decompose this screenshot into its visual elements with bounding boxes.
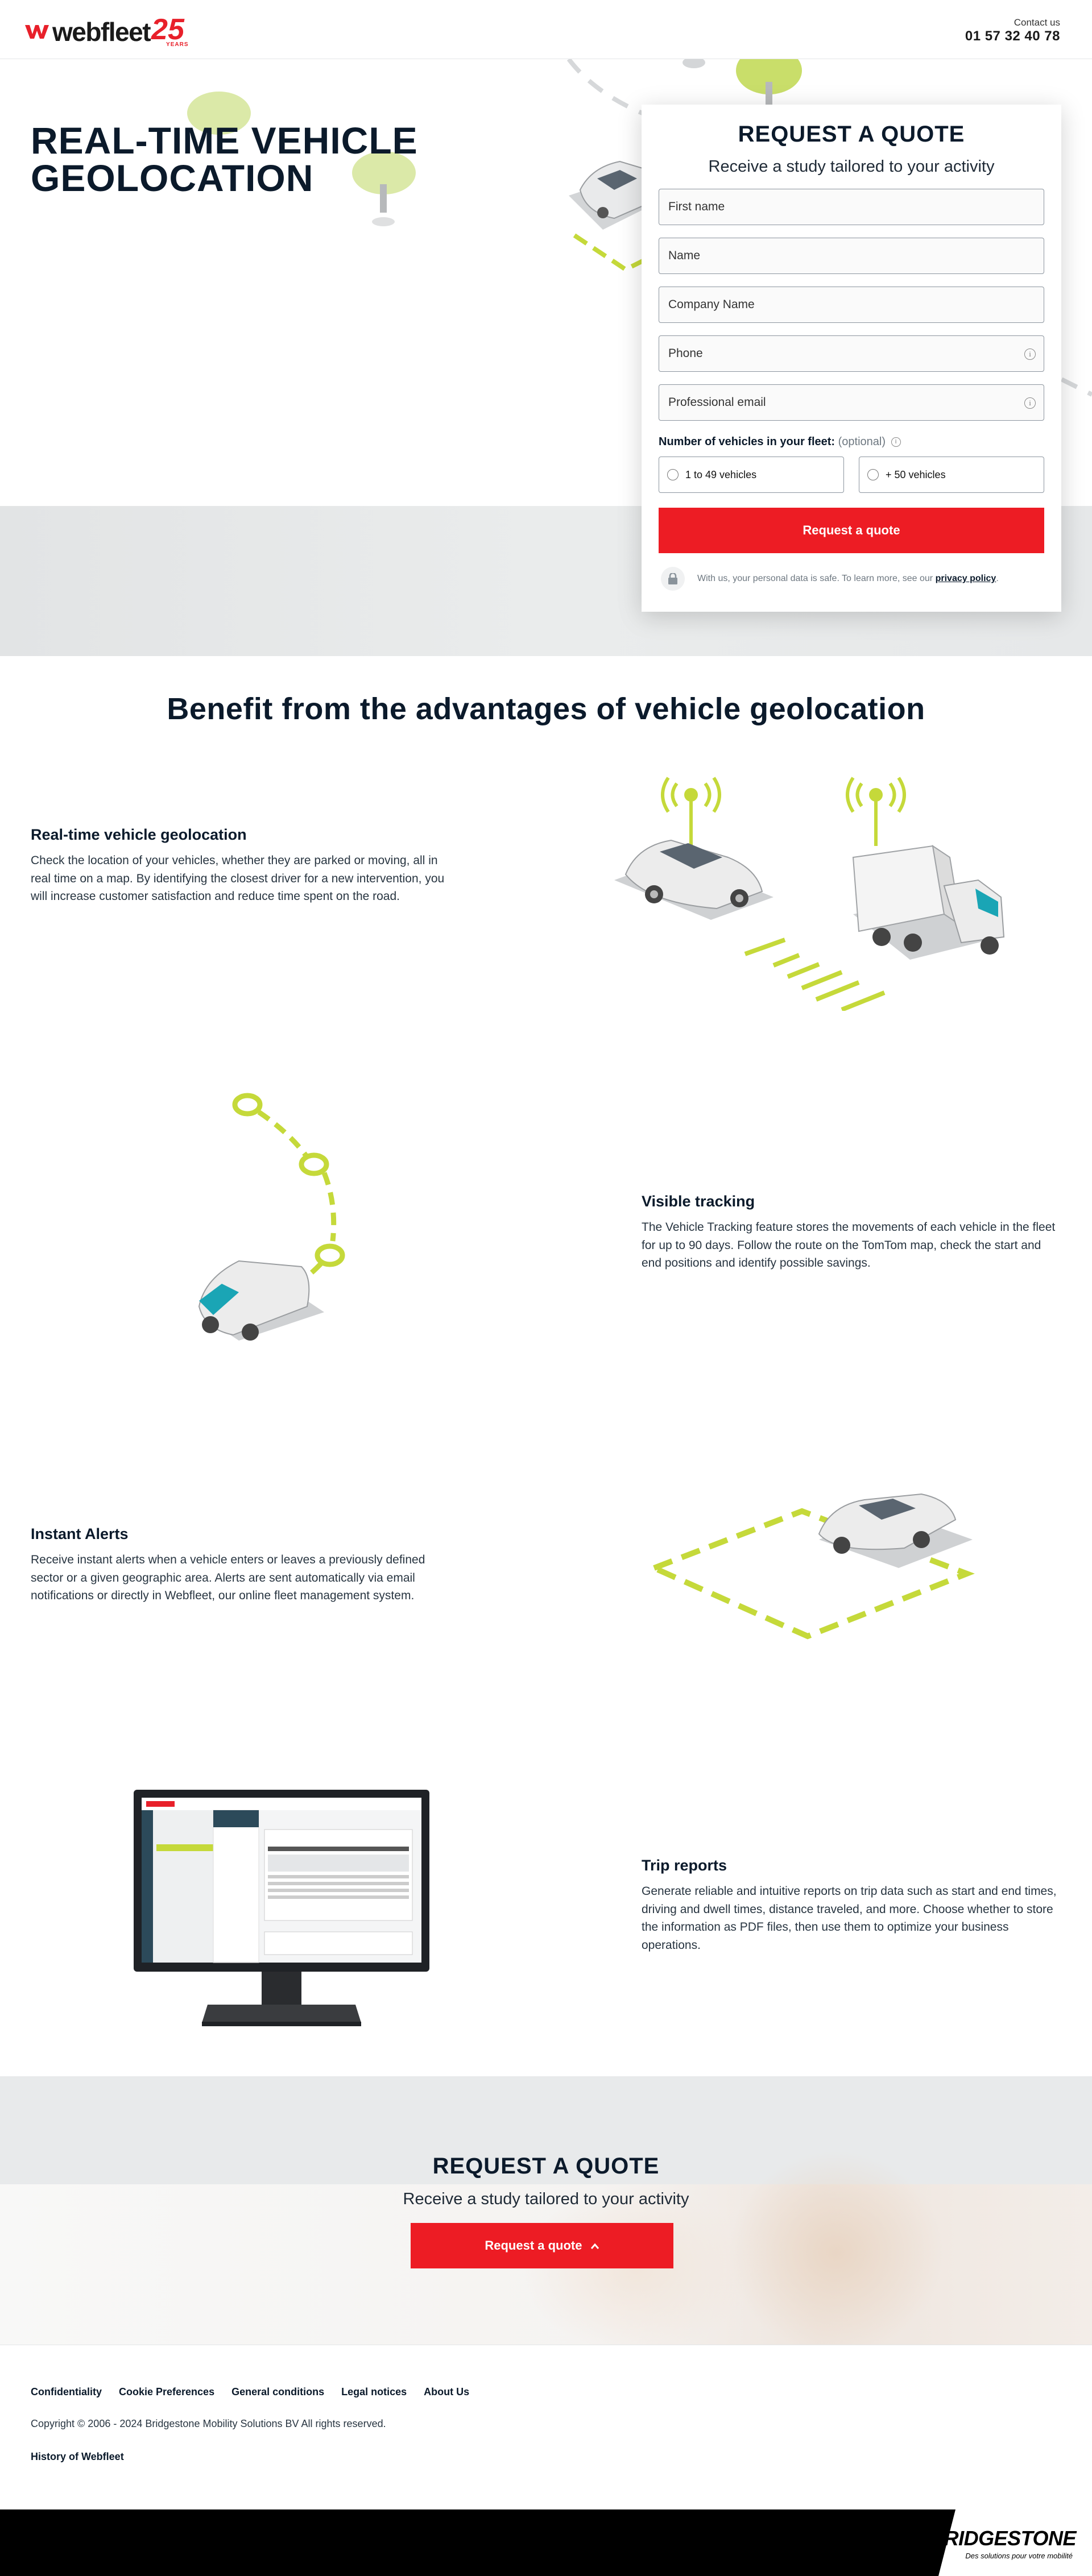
footer-link-general-conditions[interactable]: General conditions [231, 2386, 325, 2397]
site-header: webfleet 25 YEARS Contact us 01 57 32 40… [0, 0, 1092, 59]
email-info-icon[interactable]: i [1024, 397, 1036, 409]
radio-circle-icon [667, 469, 679, 480]
form-title: REQUEST A QUOTE [738, 122, 965, 147]
privacy-policy-link[interactable]: privacy policy [935, 574, 996, 583]
radio-1-to-49[interactable]: 1 to 49 vehicles [659, 457, 844, 493]
bridgestone-logo[interactable]: BRIDGESTONE [929, 2527, 1076, 2550]
page-title-line1: REAL-TIME VEHICLE [31, 119, 418, 161]
feature-text: Trip reports Generate reliable and intui… [642, 1857, 1062, 1954]
contact-block: Contact us 01 57 32 40 78 [965, 17, 1060, 44]
radio-label: 1 to 49 vehicles [685, 468, 757, 480]
feature-title: Real-time vehicle geolocation [31, 826, 247, 843]
feature-description: Check the location of your vehicles, whe… [31, 854, 445, 903]
company-field [659, 287, 1044, 323]
hero-section: REAL-TIME VEHICLE GEOLOCATION REQUEST A … [0, 59, 1092, 656]
badge-number: 25 [151, 13, 184, 46]
cta-button-label: Request a quote [485, 2238, 582, 2253]
feature-description: Generate reliable and intuitive reports … [642, 1885, 1057, 1952]
cta-top-band [0, 2076, 1092, 2184]
benefits-section: Benefit from the advantages of vehicle g… [0, 691, 1092, 2063]
cta-request-quote-button[interactable]: Request a quote [411, 2223, 673, 2268]
radio-label: + 50 vehicles [886, 468, 946, 480]
vehicles-radio-group: 1 to 49 vehicles + 50 vehicles [659, 457, 1044, 493]
page-title: REAL-TIME VEHICLE GEOLOCATION [31, 122, 418, 197]
feature-tracking: Visible tracking The Vehicle Tracking fe… [0, 1062, 1092, 1397]
request-quote-button[interactable]: Request a quote [659, 508, 1044, 553]
vehicles-label-text: Number of vehicles in your fleet: [659, 435, 835, 448]
privacy-text: With us, your personal data is safe. To … [697, 574, 999, 584]
vehicles-info-icon[interactable]: i [891, 437, 901, 447]
form-subtitle: Receive a study tailored to your activit… [708, 157, 995, 176]
phone-info-icon[interactable]: i [1024, 349, 1036, 360]
privacy-end: . [996, 574, 999, 583]
radio-50-plus[interactable]: + 50 vehicles [859, 457, 1044, 493]
tracking-illustration [198, 1093, 345, 1341]
phone-input[interactable] [668, 347, 1035, 360]
anniversary-badge: 25 YEARS [151, 13, 189, 48]
site-footer: Confidentiality Cookie Preferences Gener… [0, 2345, 1092, 2509]
bridgestone-tagline: Des solutions pour votre mobilité [965, 2552, 1073, 2560]
feature-text: Real-time vehicle geolocation Check the … [31, 826, 452, 906]
feature-realtime: Real-time vehicle geolocation Check the … [0, 727, 1092, 1062]
bridgestone-logo-area [938, 2509, 1092, 2576]
monitor-illustration [134, 1790, 429, 2026]
feature-title: Instant Alerts [31, 1525, 129, 1542]
cta-title: REQUEST A QUOTE [432, 2154, 660, 2179]
feature-description: Receive instant alerts when a vehicle en… [31, 1553, 425, 1602]
feature-title: Trip reports [642, 1857, 727, 1874]
bridgestone-bar: BRIDGESTONE Des solutions pour votre mob… [0, 2509, 1092, 2576]
phone-field: i [659, 335, 1044, 372]
vehicles-optional-text: (optional) [838, 435, 886, 448]
footer-links: Confidentiality Cookie Preferences Gener… [31, 2386, 469, 2398]
footer-link-confidentiality[interactable]: Confidentiality [31, 2386, 102, 2397]
logo-text: webfleet [52, 17, 151, 47]
first-name-input[interactable] [668, 200, 1035, 214]
badge-label: YEARS [166, 42, 189, 48]
feature-alerts: Instant Alerts Receive instant alerts wh… [0, 1397, 1092, 1733]
quote-form: REQUEST A QUOTE Receive a study tailored… [642, 105, 1061, 612]
radio-circle-icon [867, 469, 879, 480]
privacy-sentence: With us, your personal data is safe. To … [697, 574, 933, 583]
realtime-illustration [614, 777, 1005, 1011]
contact-label: Contact us [1014, 17, 1060, 28]
copyright-text: Copyright © 2006 - 2024 Bridgestone Mobi… [31, 2418, 386, 2429]
contact-phone-link[interactable]: 01 57 32 40 78 [965, 28, 1060, 44]
cta-subtitle: Receive a study tailored to your activit… [403, 2190, 689, 2208]
lock-icon [661, 567, 685, 591]
name-input[interactable] [668, 249, 1035, 263]
history-link[interactable]: History of Webfleet [31, 2451, 124, 2462]
alerts-illustration [648, 1493, 975, 1640]
vehicles-label: Number of vehicles in your fleet: (optio… [659, 435, 1044, 449]
cta-section: REQUEST A QUOTE Receive a study tailored… [0, 2076, 1092, 2345]
company-name-input[interactable] [668, 298, 1035, 312]
privacy-notice: With us, your personal data is safe. To … [659, 567, 1044, 591]
webfleet-logo[interactable]: webfleet 25 YEARS [25, 13, 189, 48]
feature-text: Visible tracking The Vehicle Tracking fe… [642, 1193, 1062, 1272]
chevron-up-icon [590, 2243, 599, 2250]
feature-title: Visible tracking [642, 1193, 755, 1210]
footer-link-about-us[interactable]: About Us [424, 2386, 470, 2397]
page-title-line2: GEOLOCATION [31, 157, 314, 199]
feature-text: Instant Alerts Receive instant alerts wh… [31, 1525, 452, 1605]
email-input[interactable] [668, 396, 1035, 409]
benefits-title: Benefit from the advantages of vehicle g… [167, 692, 925, 726]
name-field [659, 238, 1044, 274]
email-field: i [659, 384, 1044, 421]
first-name-field [659, 189, 1044, 225]
footer-link-legal-notices[interactable]: Legal notices [341, 2386, 407, 2397]
feature-description: The Vehicle Tracking feature stores the … [642, 1221, 1056, 1270]
webfleet-w-icon [25, 25, 49, 39]
feature-reports: Trip reports Generate reliable and intui… [0, 1733, 1092, 2063]
footer-link-cookie-preferences[interactable]: Cookie Preferences [119, 2386, 215, 2397]
